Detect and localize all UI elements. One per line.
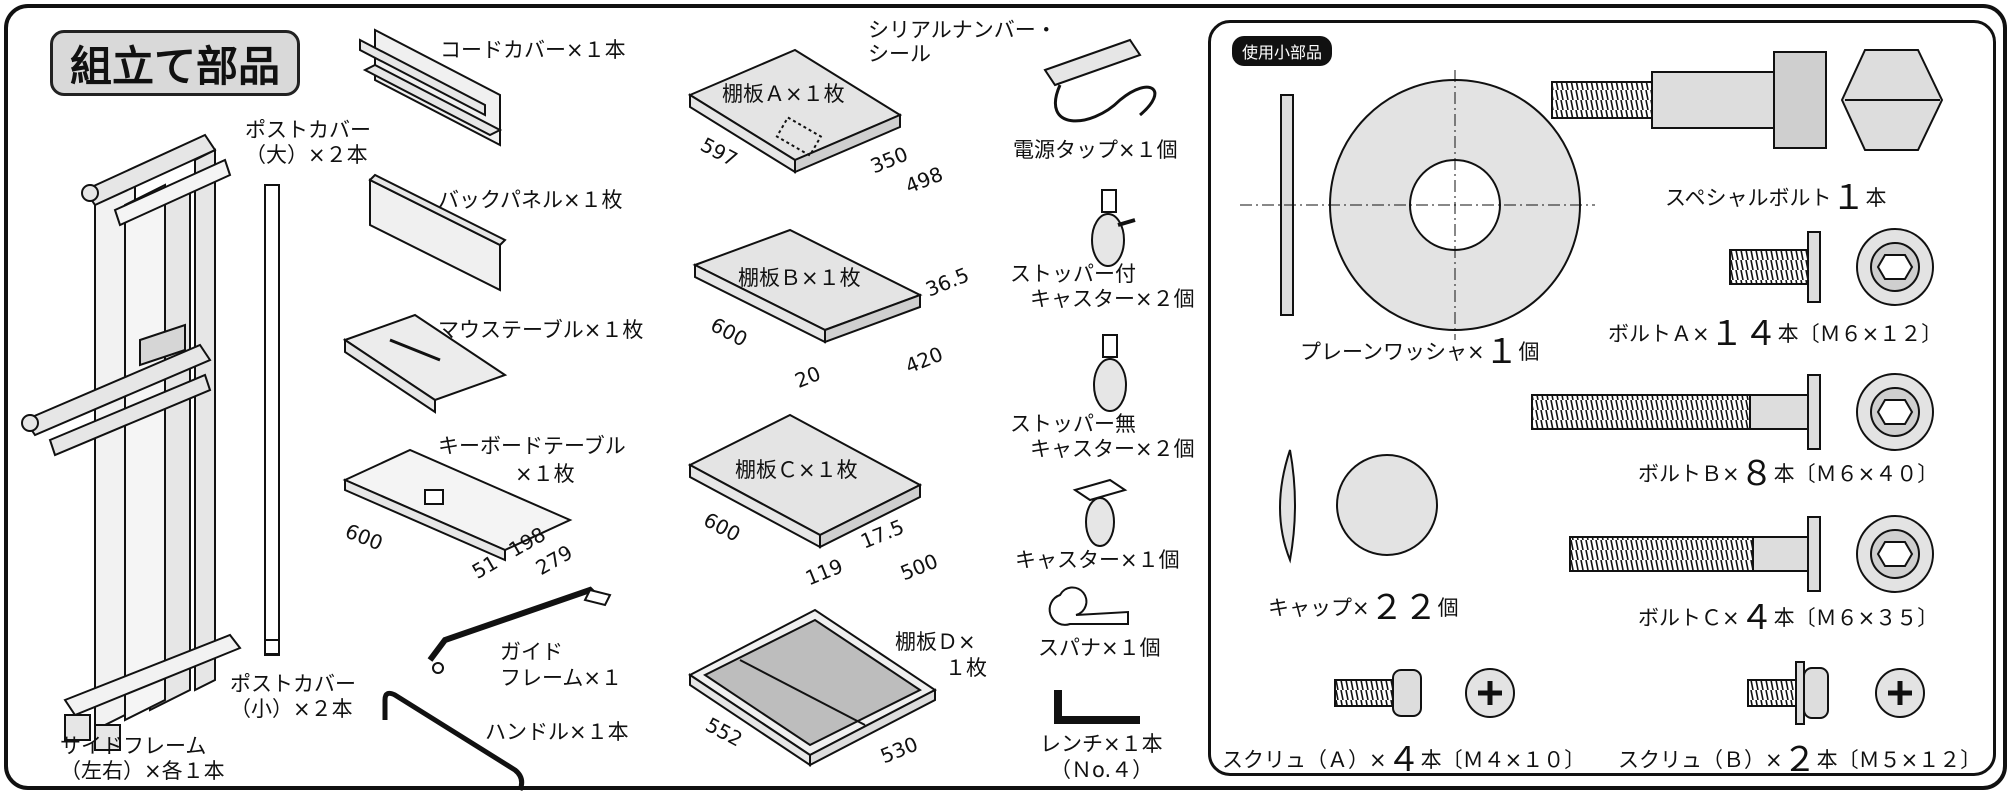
washer-drawing: [1240, 70, 1595, 340]
side-frame-label-2: （左右）×各１本: [60, 759, 225, 783]
cap-label: キャップ×２２個: [1268, 588, 1459, 628]
bolt-b-drawing: [1531, 373, 1934, 451]
post-cover-small-label-1: ポストカバー: [230, 672, 356, 696]
post-cover-small-label-2: （小）×２本: [230, 697, 353, 721]
shelf-b-label: 棚板Ｂ×１枚: [738, 266, 861, 290]
post-cover-large-drawing: [264, 184, 280, 656]
mouse-table-label: マウステーブル×１枚: [438, 318, 644, 342]
shelf-d-drawing: [688, 608, 937, 767]
back-panel-label: バックパネル×１枚: [438, 188, 623, 212]
side-frame-drawing: [21, 133, 242, 751]
caster-nostopper-drawing: [1093, 334, 1127, 412]
page-title: 組立て部品: [50, 30, 300, 96]
shelf-d-label-1: 棚板Ｄ×: [895, 630, 976, 654]
cord-cover-label: コードカバー×１本: [440, 38, 626, 62]
bolt-a-label: ボルトＡ×１４本〔Ｍ６×１２〕: [1608, 314, 1943, 354]
small-parts-badge: 使用小部品: [1232, 36, 1333, 66]
outer-frame: [4, 4, 2007, 790]
serial-label-2: シール: [868, 42, 931, 66]
shelf-a-label: 棚板Ａ×１枚: [722, 82, 845, 106]
wrench-label-1: レンチ×１本: [1040, 732, 1163, 756]
caster-nostop-label-1: ストッパー無: [1010, 412, 1136, 436]
bolt-c-label: ボルトＣ×４本〔Ｍ６×３５〕: [1638, 598, 1939, 638]
screw-b-drawing: [1747, 661, 1925, 725]
handle-drawing: [382, 690, 525, 791]
screw-a-label: スクリュ（Ａ）×４本〔Ｍ４×１０〕: [1222, 740, 1586, 780]
caster-drawing: [1072, 478, 1128, 547]
guide-frame-label-2: フレーム×１: [500, 666, 622, 690]
power-strip-drawing: [1043, 38, 1157, 123]
caster-nostop-label-2: キャスター×２個: [1030, 437, 1195, 461]
spanner-drawing: [1048, 586, 1129, 626]
keyboard-table-label-2: ×１枚: [515, 462, 575, 486]
side-frame-label-1: サイドフレーム: [60, 734, 207, 758]
bolt-b-label: ボルトＢ×８本〔Ｍ６×４０〕: [1638, 454, 1939, 494]
washer-label: プレーンワッシャ×１個: [1300, 332, 1540, 372]
bolt-a-drawing: [1729, 228, 1934, 306]
spanner-label: スパナ×１個: [1038, 636, 1161, 660]
serial-label-1: シリアルナンバー・: [868, 18, 1057, 42]
cord-cover-drawing: [359, 28, 503, 147]
post-cover-large-label-1: ポストカバー: [245, 118, 371, 142]
caster-stopper-drawing: [1091, 189, 1136, 267]
special-bolt-label: スペシャルボルト１本: [1665, 178, 1887, 218]
bolt-c-drawing: [1569, 515, 1934, 593]
screw-a-drawing: [1334, 668, 1515, 718]
wrench-label-2: （Ｎo.４）: [1050, 758, 1154, 782]
small-parts-panel: [1208, 20, 1996, 776]
keyboard-table-label-1: キーボードテーブル: [438, 434, 626, 458]
screw-b-label: スクリュ（Ｂ）×２本〔Ｍ５×１２〕: [1618, 740, 1982, 780]
caster-label: キャスター×１個: [1015, 548, 1180, 572]
cap-drawing: [1279, 449, 1438, 564]
power-strip-label: 電源タップ×１個: [1013, 138, 1178, 162]
wrench-drawing: [1054, 690, 1140, 724]
handle-label: ハンドル×１本: [485, 720, 629, 744]
caster-stopper-label-1: ストッパー付: [1010, 262, 1136, 286]
guide-frame-label-1: ガイド: [500, 640, 563, 664]
shelf-d-label-2: １枚: [945, 656, 987, 680]
caster-stopper-label-2: キャスター×２個: [1030, 287, 1195, 311]
special-bolt-drawing: [1551, 49, 1944, 151]
shelf-c-label: 棚板Ｃ×１枚: [735, 458, 858, 482]
shelf-a-drawing: [687, 48, 903, 174]
post-cover-large-label-2: （大）×２本: [245, 143, 368, 167]
